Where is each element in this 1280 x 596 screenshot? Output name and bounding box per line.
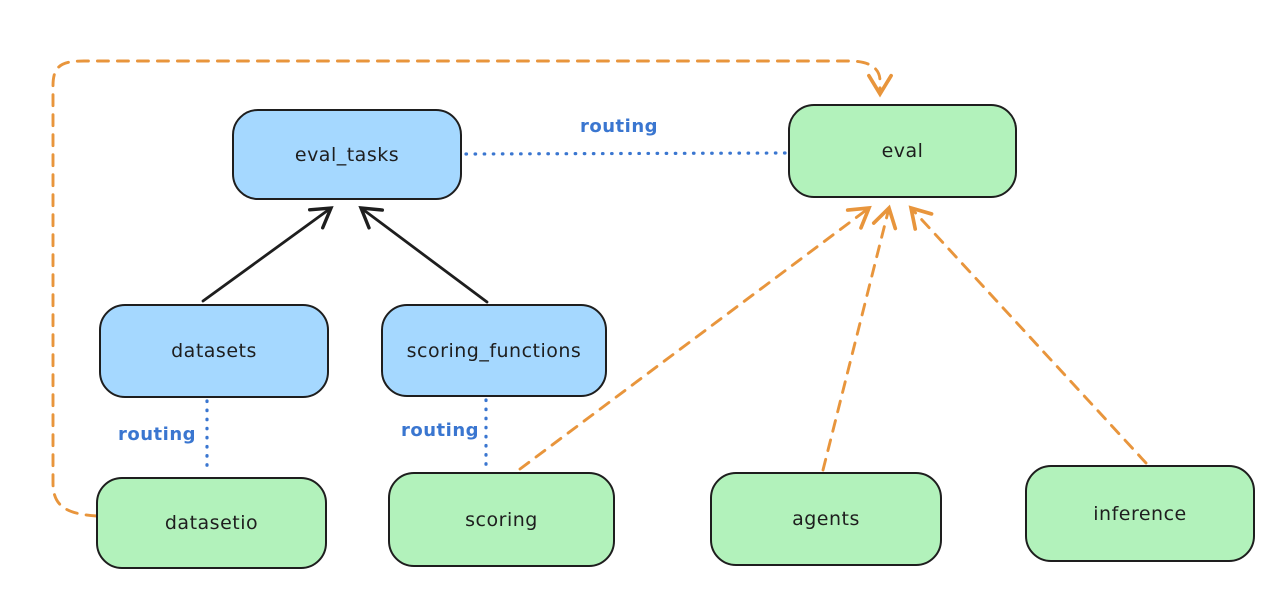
node-eval-tasks-label: eval_tasks <box>294 143 400 166</box>
node-datasetio: datasetio <box>96 477 327 569</box>
node-inference-label: inference <box>1093 502 1187 525</box>
edge-datasets-to-eval-tasks <box>201 206 334 303</box>
edge-agents-to-eval <box>821 204 898 472</box>
node-agents-label: agents <box>792 508 860 530</box>
node-scoring: scoring <box>388 472 615 567</box>
node-scoring-functions-label: scoring_functions <box>406 339 582 362</box>
node-eval-label: eval <box>881 140 924 162</box>
node-scoring-label: scoring <box>465 508 538 531</box>
edge-inference-to-eval <box>908 205 1148 465</box>
node-datasetio-label: datasetio <box>164 512 259 534</box>
edge-scoring-to-eval <box>518 205 872 471</box>
node-eval: eval <box>788 104 1017 198</box>
routing-label-eval-tasks-eval: routing <box>579 116 659 137</box>
routing-label-scoring-functions-scoring: routing <box>400 420 480 441</box>
edge-eval-tasks-to-eval-routing <box>464 151 787 156</box>
node-agents: agents <box>710 472 942 566</box>
routing-label-datasets-datasetio: routing <box>117 424 197 445</box>
edge-datasetio-to-eval-loop <box>51 59 893 518</box>
node-datasets: datasets <box>99 304 329 398</box>
node-datasets-label: datasets <box>171 340 257 362</box>
edge-scoring-functions-to-eval-tasks <box>358 206 489 304</box>
node-scoring-functions: scoring_functions <box>381 304 607 397</box>
node-inference: inference <box>1025 465 1255 562</box>
node-eval-tasks: eval_tasks <box>232 109 462 200</box>
